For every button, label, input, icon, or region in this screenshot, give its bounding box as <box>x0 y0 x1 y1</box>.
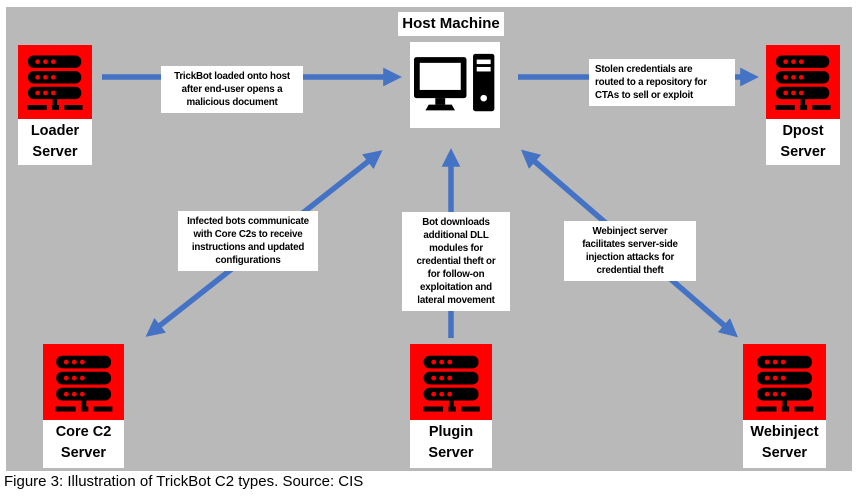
note-plugin-to-host: Bot downloads additional DLL modules for… <box>402 212 510 312</box>
desktop-computer-icon <box>414 47 496 123</box>
host-machine-node <box>410 42 500 128</box>
dpost-server-label: Dpost Server <box>766 119 840 165</box>
webinject-server-node: Webinject Server <box>743 344 826 468</box>
core-c2-server-label: Core C2 Server <box>43 420 124 468</box>
loader-server-label: Loader Server <box>18 119 92 165</box>
core-c2-server-node: Core C2 Server <box>43 344 124 468</box>
server-rack-icon <box>410 344 492 420</box>
plugin-server-label: Plugin Server <box>410 420 492 468</box>
note-core-to-host: Infected bots communicate with Core C2s … <box>178 211 318 272</box>
server-rack-icon <box>766 45 840 119</box>
webinject-server-label: Webinject Server <box>743 420 826 468</box>
host-machine-title: Host Machine <box>398 12 504 36</box>
server-rack-icon <box>43 344 124 420</box>
server-rack-icon <box>18 45 92 119</box>
figure-caption: Figure 3: Illustration of TrickBot C2 ty… <box>4 473 364 490</box>
note-loader-to-host: TrickBot loaded onto host after end-user… <box>161 66 303 114</box>
note-host-to-webinject: Webinject server facilitates server-side… <box>564 221 696 282</box>
dpost-server-node: Dpost Server <box>766 45 840 165</box>
note-host-to-dpost: Stolen credentials are routed to a repos… <box>589 59 735 107</box>
server-rack-icon <box>743 344 826 420</box>
trickbot-c2-diagram: Host Machine Loader Server Dpost Server … <box>6 7 852 471</box>
plugin-server-node: Plugin Server <box>410 344 492 468</box>
loader-server-node: Loader Server <box>18 45 92 165</box>
